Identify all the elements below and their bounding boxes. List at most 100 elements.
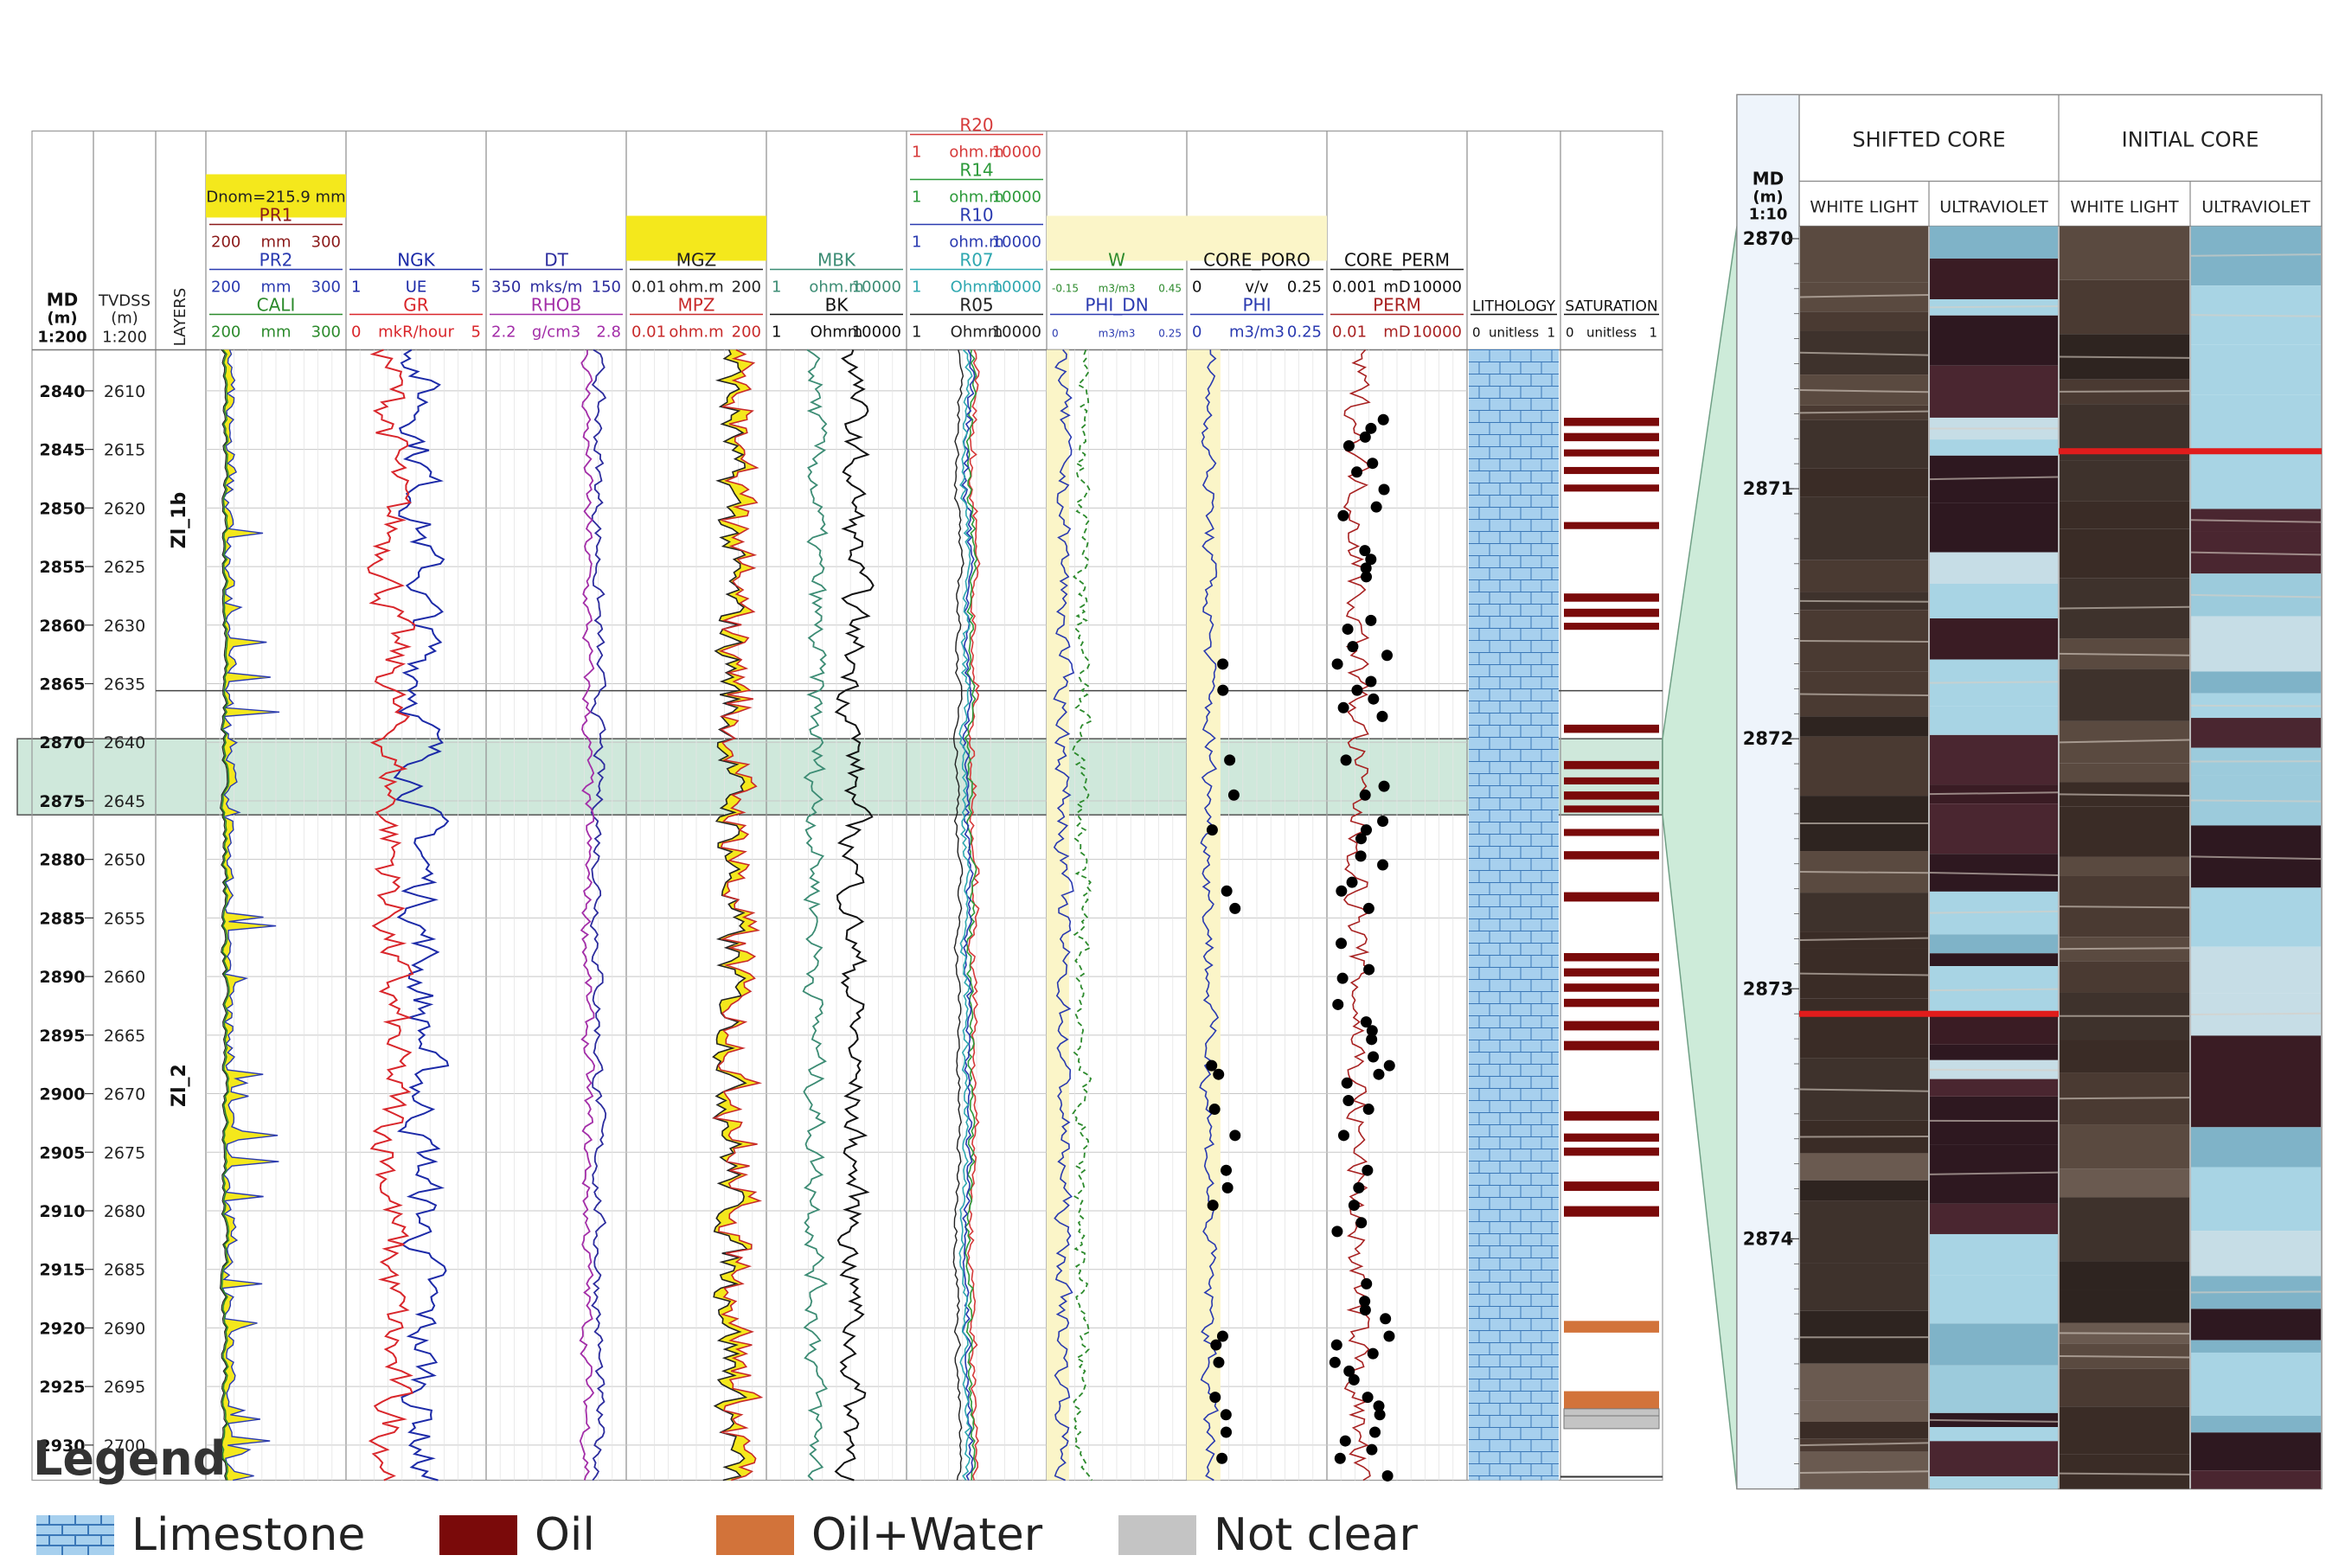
scale-min: -0.15 bbox=[1052, 283, 1079, 295]
w-curve bbox=[1071, 349, 1093, 1481]
core-lamination bbox=[1799, 1088, 1929, 1092]
core-image-band bbox=[1800, 931, 1928, 949]
scale-min: 1 bbox=[772, 278, 781, 297]
saturation-interval-not-clear bbox=[1563, 1408, 1660, 1417]
scale-unit: unitless bbox=[1586, 325, 1637, 341]
core-image-band bbox=[1930, 1203, 2058, 1234]
scale-unit: ohm.m bbox=[949, 144, 1003, 162]
core-image-band bbox=[1930, 803, 2058, 854]
saturation-interval-oil bbox=[1564, 522, 1659, 529]
core-image-band bbox=[2191, 1416, 2321, 1433]
core-lamination bbox=[2190, 1290, 2322, 1294]
mgz-header-fill bbox=[626, 215, 766, 261]
core-image-band bbox=[1930, 953, 2058, 967]
core-lamination bbox=[1799, 293, 1929, 298]
core-poro-point bbox=[1221, 1181, 1233, 1194]
core-lamination bbox=[1799, 388, 1929, 394]
core-perm-point bbox=[1360, 562, 1372, 574]
core-image-band bbox=[2191, 1127, 2321, 1168]
tvd-tick-label: 2660 bbox=[104, 968, 145, 987]
scale-unit: mD bbox=[1383, 278, 1410, 297]
core-image-band bbox=[2060, 279, 2189, 335]
scale-max: 300 bbox=[311, 323, 341, 342]
oil-water-swatch bbox=[716, 1515, 794, 1555]
layers-header: LAYERS bbox=[171, 288, 189, 347]
scale-min: 0 bbox=[1192, 278, 1201, 297]
core-perm-point bbox=[1339, 1435, 1351, 1447]
core-image-band bbox=[2060, 1197, 2189, 1262]
tvd-tick-label: 2645 bbox=[104, 792, 145, 811]
core-image-band bbox=[1800, 998, 1928, 1059]
core-image-band bbox=[1930, 1078, 2058, 1097]
saturation-interval-oil bbox=[1564, 1021, 1659, 1031]
core-perm-point bbox=[1377, 816, 1389, 828]
core-column-title: WHITE LIGHT bbox=[2070, 198, 2179, 217]
tvd-scale: 1:200 bbox=[102, 329, 147, 347]
scale-max: 10000 bbox=[852, 278, 901, 297]
core-image-band bbox=[1930, 1323, 2058, 1366]
core-perm-point bbox=[1351, 684, 1363, 696]
core-perm-point bbox=[1362, 1164, 1374, 1176]
dnom-box bbox=[206, 174, 346, 218]
core-image-band bbox=[2060, 226, 2189, 280]
scale-min: 0.01 bbox=[631, 278, 666, 297]
scale-max: 0.25 bbox=[1158, 328, 1182, 340]
core-perm-point bbox=[1342, 623, 1354, 635]
core-poro-point bbox=[1216, 1330, 1228, 1342]
saturation-interval-oil bbox=[1564, 593, 1659, 602]
scale-unit: ohm.m bbox=[669, 278, 723, 297]
core-perm-point bbox=[1378, 780, 1390, 792]
saturation-interval-oil bbox=[1564, 466, 1659, 475]
saturation-interval-oil bbox=[1564, 608, 1659, 618]
tvd-tick-label: 2670 bbox=[104, 1085, 145, 1104]
caliper-fill bbox=[221, 349, 279, 1481]
core-image-band bbox=[1930, 734, 2058, 785]
saturation-interval-oil bbox=[1564, 484, 1659, 492]
scale-max: 200 bbox=[732, 323, 761, 342]
core-perm-point bbox=[1330, 1339, 1342, 1351]
core-perm-point bbox=[1340, 754, 1352, 766]
core-image-band bbox=[1930, 1427, 2058, 1442]
curve-name: CORE_PERM bbox=[1344, 250, 1450, 271]
pr1-curve bbox=[219, 349, 228, 1481]
highlight-zone bbox=[16, 738, 1663, 816]
core-image-band bbox=[2191, 1432, 2321, 1471]
core-perm-point bbox=[1334, 1452, 1346, 1464]
core-lamination bbox=[2190, 314, 2322, 317]
scale-max: 10000 bbox=[992, 278, 1041, 297]
core-image-band bbox=[1800, 1180, 1928, 1201]
curve-name: CALI bbox=[257, 295, 296, 316]
core-column-title: ULTRAVIOLET bbox=[2201, 198, 2310, 217]
tvd-unit: (m) bbox=[111, 310, 138, 328]
core-image-band bbox=[1800, 1200, 1928, 1264]
core-lamination bbox=[1799, 639, 1929, 643]
core-perm-point bbox=[1353, 1181, 1365, 1194]
core-image-band bbox=[2060, 1124, 2189, 1169]
core-lamination bbox=[2059, 1472, 2190, 1475]
core-perm-point bbox=[1377, 413, 1389, 426]
core-poro-point bbox=[1221, 885, 1233, 897]
saturation-interval-oil bbox=[1564, 1181, 1659, 1191]
core-image-band bbox=[1930, 706, 2058, 735]
md-header: MD bbox=[47, 290, 79, 310]
rhob-curve bbox=[579, 349, 596, 1481]
tvd-tick-label: 2635 bbox=[104, 675, 145, 694]
not-clear-swatch bbox=[1118, 1515, 1196, 1555]
md-tick-label: 2930 bbox=[40, 1437, 86, 1456]
scale-min: 1 bbox=[912, 323, 921, 342]
core-image-band bbox=[1800, 1153, 1928, 1181]
core-image-band bbox=[2060, 501, 2189, 529]
r20-curve bbox=[967, 349, 981, 1481]
core-perm-point bbox=[1336, 938, 1348, 950]
core-lamination bbox=[1799, 871, 1929, 874]
tvd-tick-label: 2690 bbox=[104, 1319, 145, 1338]
core-image-band bbox=[1800, 311, 1928, 331]
saturation-interval-oil bbox=[1564, 449, 1659, 457]
md-tick-label: 2850 bbox=[40, 499, 86, 518]
core-image-band bbox=[1800, 560, 1928, 592]
core-image-band bbox=[1800, 1400, 1928, 1423]
saturation-interval-oil bbox=[1564, 1040, 1659, 1051]
core-lamination bbox=[2190, 551, 2322, 556]
curve-name: W bbox=[1108, 250, 1125, 271]
